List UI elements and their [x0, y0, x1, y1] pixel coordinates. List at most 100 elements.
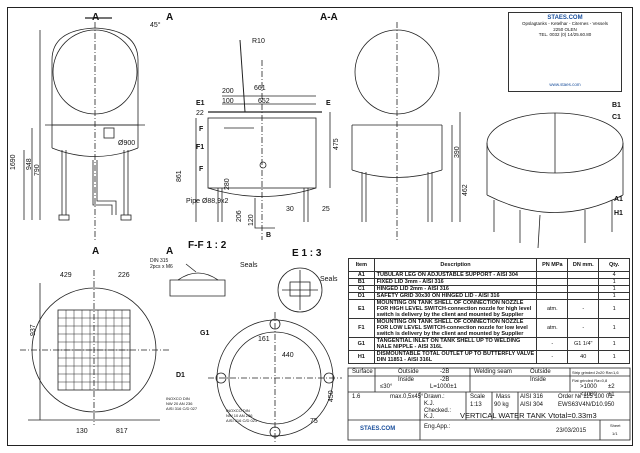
- table-row: G1 TANGENTIAL INLET ON TANK SHELL UP TO …: [348, 337, 630, 351]
- callout-a1: A1: [614, 196, 623, 203]
- callout-g1: G1: [200, 330, 210, 337]
- isometric-view: [486, 112, 624, 249]
- dim-22: 22: [196, 110, 204, 117]
- bill-of-materials: Item Description PN MPa DN mm. Qty. A1 T…: [348, 258, 630, 364]
- dim-161: 161: [258, 336, 270, 343]
- cut-e: E: [326, 100, 331, 107]
- bom-item: C1: [348, 285, 375, 293]
- dim-1690: 1690: [10, 154, 17, 170]
- view-marker-a-top-left: A: [92, 12, 100, 23]
- tb-pm1: ±1: [608, 392, 615, 398]
- tb-angle: ≤30°: [380, 384, 393, 390]
- bom-pn: [536, 292, 569, 300]
- bom-item: F1: [348, 318, 375, 338]
- bom-header-dn: DN mm.: [567, 258, 600, 272]
- callout-c1: C1: [612, 114, 621, 121]
- dim-450: 450: [328, 390, 335, 402]
- callout-e1: E1: [196, 100, 205, 107]
- bom-description: HINGED LID 2mm - AISI 316: [373, 285, 538, 293]
- detail-e: [277, 267, 323, 313]
- bom-qty: 1: [598, 337, 630, 351]
- callout-b1: B1: [612, 102, 621, 109]
- tb-inside: Inside: [398, 377, 415, 383]
- bom-item: G1: [348, 337, 375, 351]
- cut-b: B: [266, 232, 272, 239]
- table-row: H1 DISMOUNTABLE TOTAL OUTLET UP TO BUTTE…: [348, 350, 630, 364]
- bom-pn: atm.: [536, 318, 569, 338]
- tb-mass-value: 90 kg: [494, 402, 509, 408]
- bom-description: MOUNTING ON TANK SHELL OF CONNECTION NOZ…: [373, 318, 538, 338]
- dim-817: 817: [116, 428, 128, 435]
- bom-pn: -: [536, 350, 569, 364]
- table-row: D1 SAFETY GRID 30x30 ON HINGED LID - AIS…: [348, 292, 630, 300]
- right-elevation-view: [351, 22, 461, 240]
- tb-sheet-value: 1/1: [612, 431, 618, 436]
- bom-pn: [536, 285, 569, 293]
- dim-861: 861: [176, 170, 183, 182]
- view-marker-a-bottom-left: A: [92, 246, 100, 257]
- dim-r10: R10: [252, 38, 265, 45]
- tb-title: VERTICAL WATER TANK Vtotal=0.33m3: [460, 411, 597, 420]
- bom-dn: G1 1/4": [567, 337, 600, 351]
- dim-120: 120: [248, 214, 255, 226]
- bom-item: E1: [348, 299, 375, 319]
- dim-429: 429: [60, 272, 72, 279]
- bom-pn: atm.: [536, 299, 569, 319]
- inox-label-1: INOXCO DIN NW 20 AN 236 AISI 316 C/D 027: [166, 396, 198, 411]
- table-row: A1 TUBULAR LEG ON ADJUSTABLE SUPPORT - A…: [348, 271, 630, 279]
- bom-header-qty: Qty.: [598, 258, 630, 272]
- table-row: E1 MOUNTING ON TANK SHELL OF CONNECTION …: [348, 299, 630, 319]
- dim-130: 130: [76, 428, 88, 435]
- bom-qty: 1: [598, 292, 630, 300]
- tb-lt1000: <1000: [580, 392, 597, 398]
- tb-gt1000: >1000: [580, 384, 597, 390]
- bom-item: B1: [348, 278, 375, 286]
- inox-label-2: INOXCO DIN NW 10 AN 236 AISI 316 C/D 021: [226, 408, 258, 423]
- bom-item: D1: [348, 292, 375, 300]
- left-elevation-view: [23, 17, 145, 240]
- tb-w-outside: Outside: [530, 369, 551, 375]
- bom-pn: -: [536, 337, 569, 351]
- tb-outside-val: -2B: [440, 369, 450, 375]
- bom-qty: 1: [598, 299, 630, 319]
- dim-462: 462: [462, 184, 469, 196]
- company-name: STAES.COM: [547, 15, 583, 21]
- seals-label-1: Seals: [240, 262, 258, 269]
- tb-tol-len: L=1000±1: [430, 384, 457, 390]
- bom-dn: [567, 292, 600, 300]
- stamp-line-3: TEL. 0032 (0) 14/25.60.80: [538, 32, 592, 37]
- tb-surface: Surface: [352, 369, 373, 375]
- tb-material-1: AISI 316: [520, 394, 544, 400]
- dim-440: 440: [282, 352, 294, 359]
- tb-w-inside: Inside: [530, 377, 547, 383]
- callout-h1: H1: [614, 210, 623, 217]
- tb-mass-label: Mass: [496, 394, 511, 400]
- cut-f-top: F: [199, 126, 204, 133]
- dim-948: 948: [26, 158, 33, 170]
- tb-checked: Checked.:: [424, 408, 452, 414]
- tb-ra2: Flat grinded Ra<0,8: [572, 378, 608, 383]
- bom-qty: 1: [598, 350, 630, 364]
- seals-label-2: Seals: [320, 276, 338, 283]
- bottom-top-view: [208, 312, 342, 444]
- tb-checked-val: K.J.: [424, 414, 435, 420]
- section-a-a-view: [195, 39, 331, 240]
- tb-order: Order № 115 100 01: [558, 394, 613, 400]
- dim-475: 475: [333, 138, 340, 150]
- bom-dn: -: [567, 299, 600, 319]
- company-stamp: STAES.COM Opslagtanks - Ketelhar - Citer…: [508, 12, 622, 92]
- tb-eng: Eng.App.:: [424, 424, 451, 430]
- cut-f-bottom: F: [199, 166, 204, 173]
- dim-100: 100: [222, 98, 234, 105]
- detail-f-f: [169, 263, 226, 297]
- tb-roughness: 1.6: [352, 394, 361, 400]
- view-marker-a-bottom-right: A: [166, 246, 174, 257]
- section-title: A-A: [320, 12, 338, 23]
- bom-dn: [567, 285, 600, 293]
- dim-75: 75: [310, 418, 318, 425]
- dim-45-deg: 45°: [150, 22, 161, 29]
- table-row: C1 HINGED LID 2mm - AISI 316 1: [348, 285, 630, 293]
- bom-header-item: Item: [348, 258, 375, 272]
- bom-qty: 1: [598, 278, 630, 286]
